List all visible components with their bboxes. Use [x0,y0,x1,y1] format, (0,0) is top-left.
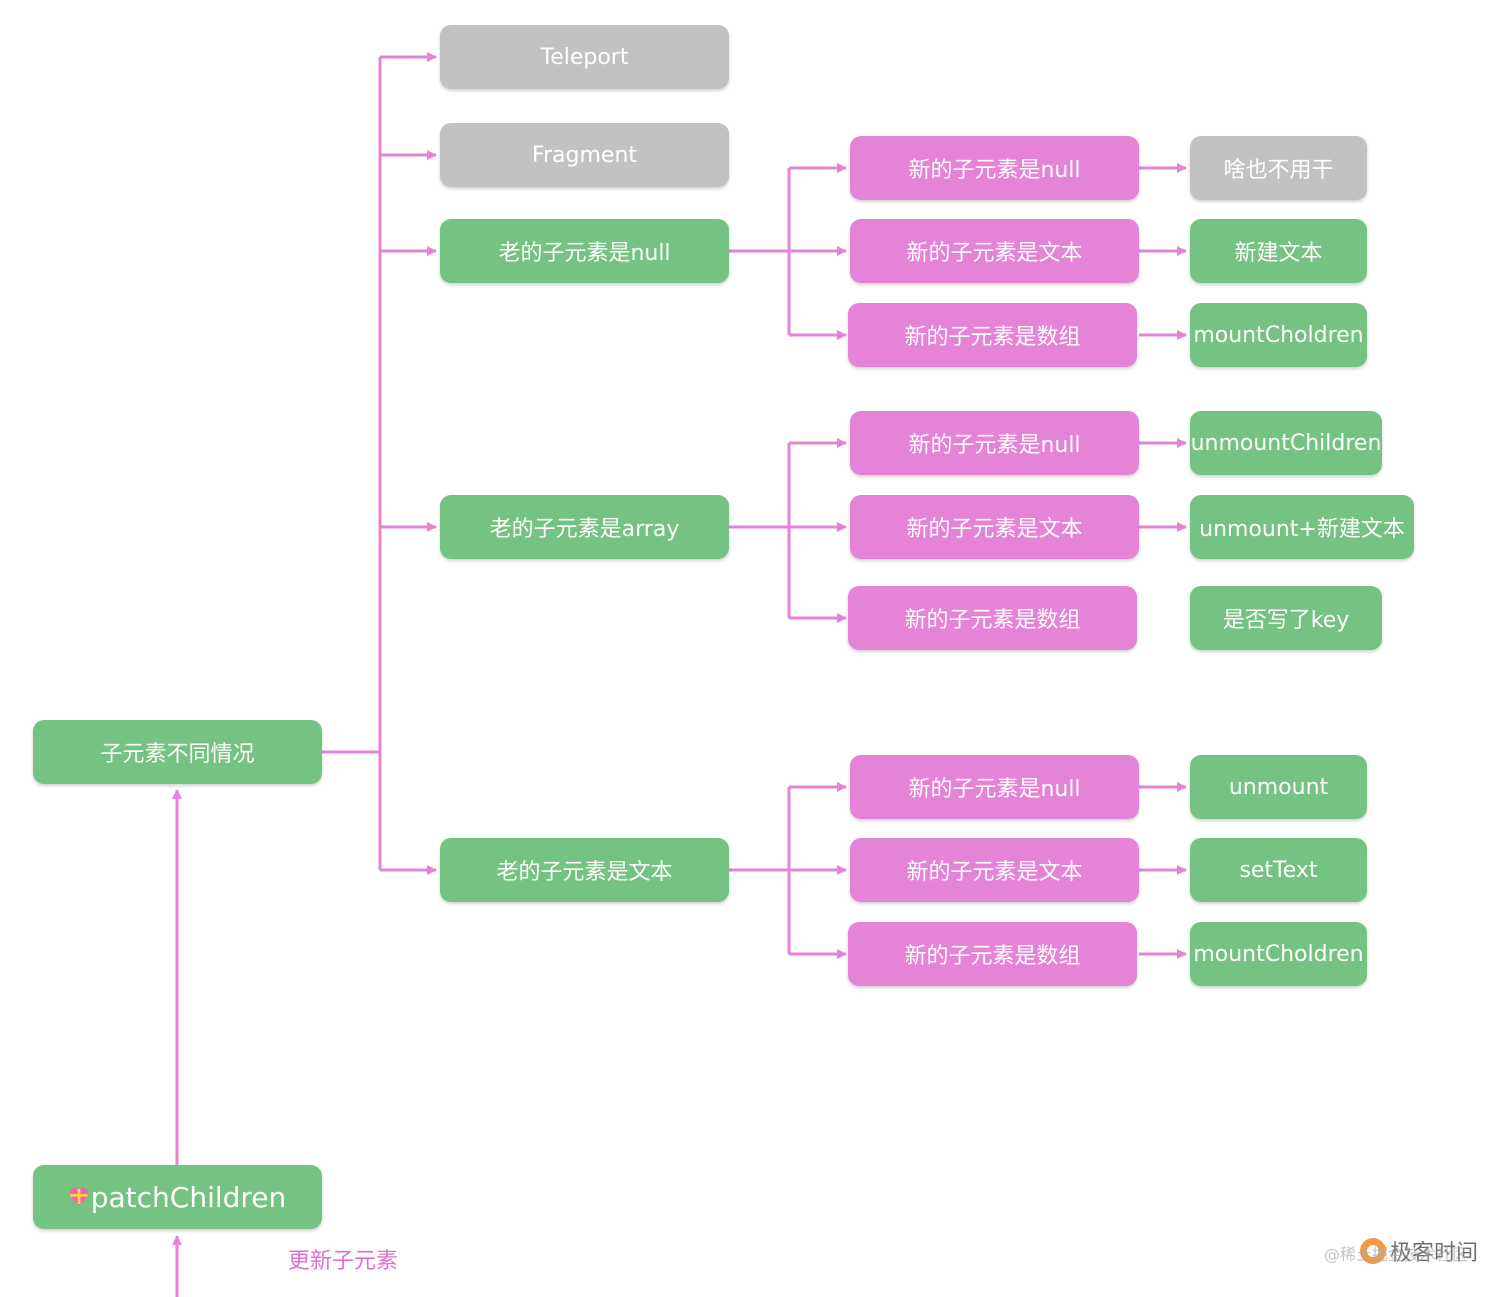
watermark-handle: @稀土掘金技术社区 [1323,1245,1468,1264]
watermark-brand-text: 极客时间 [1389,1241,1478,1266]
node-label: 啥也不用干 [1223,158,1334,183]
node-g3-result-array: mountCholdren [1190,922,1367,986]
node-label: 老的子元素是array [489,517,680,542]
node-g2-new-null: 新的子元素是null [850,411,1139,475]
node-g1-new-null: 新的子元素是null [850,136,1139,200]
node-label: unmount+新建文本 [1199,517,1405,542]
node-g3-result-null: unmount [1190,755,1367,819]
node-g2-result-array: 是否写了key [1190,586,1382,650]
edge-label-update-children: 更新子元素 [288,1249,399,1274]
node-old-null: 老的子元素是null [440,219,729,283]
node-label: 是否写了key [1222,608,1350,633]
node-g3-new-text: 新的子元素是文本 [850,838,1139,902]
node-g2-result-null: unmountChildren [1190,411,1382,475]
watermark-brand: 极客时间 [1359,1235,1478,1267]
node-label: 子元素不同情况 [100,742,255,767]
node-label: setText [1239,857,1318,883]
node-label: 新的子元素是文本 [906,860,1083,885]
node-g3-new-null: 新的子元素是null [850,755,1139,819]
node-label: 新的子元素是null [908,158,1081,183]
node-old-text: 老的子元素是文本 [440,838,729,902]
node-g3-result-text: setText [1190,838,1367,902]
node-label: 新的子元素是数组 [904,944,1081,969]
node-label: 新的子元素是null [908,433,1081,458]
node-g1-result-text: 新建文本 [1190,219,1367,283]
node-patch-children: patchChildren [33,1165,322,1229]
node-label: patchChildren [90,1180,287,1214]
node-root: 子元素不同情况 [33,720,322,784]
node-label: mountCholdren [1193,941,1364,967]
node-g3-new-array: 新的子元素是数组 [848,922,1137,986]
node-g1-result-array: mountCholdren [1190,303,1367,367]
node-label: 老的子元素是文本 [496,860,673,885]
node-label: 新的子元素是null [908,777,1081,802]
node-label: 新的子元素是文本 [906,517,1083,542]
gift-heart-icon [69,1188,88,1205]
node-fragment: Fragment [440,123,729,187]
node-label: unmount [1228,774,1329,800]
node-label: 新建文本 [1234,241,1323,266]
node-label: Teleport [540,44,629,70]
node-label: Fragment [531,142,638,168]
node-label: 新的子元素是数组 [904,608,1081,633]
node-g2-result-text: unmount+新建文本 [1190,495,1414,559]
node-label: 新的子元素是文本 [906,241,1083,266]
node-g2-new-array: 新的子元素是数组 [848,586,1137,650]
node-g2-new-text: 新的子元素是文本 [850,495,1139,559]
node-old-array: 老的子元素是array [440,495,729,559]
node-label: unmountChildren [1190,430,1382,456]
node-label: 老的子元素是null [498,241,671,266]
node-label: 新的子元素是数组 [904,325,1081,350]
node-g1-new-text: 新的子元素是文本 [850,219,1139,283]
node-label: mountCholdren [1193,322,1364,348]
geektime-logo-icon [1359,1238,1386,1264]
node-g1-new-array: 新的子元素是数组 [848,303,1137,367]
node-teleport: Teleport [440,25,729,89]
node-g1-result-null: 啥也不用干 [1190,136,1367,200]
